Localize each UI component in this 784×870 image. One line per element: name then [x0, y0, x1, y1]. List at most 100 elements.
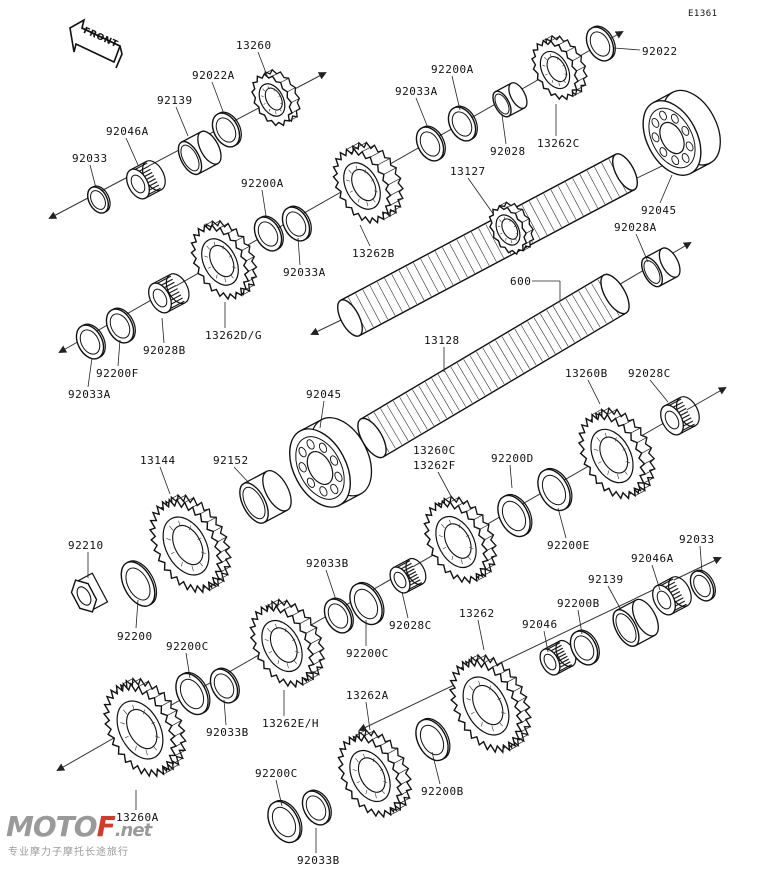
g_13260B-spline: [625, 461, 631, 464]
r_92022: [585, 25, 616, 62]
g_13262EH-tooth: [299, 617, 311, 624]
g_13262-spline: [481, 721, 483, 727]
shaft_13127-spline: [427, 254, 447, 289]
r_92200C: [349, 581, 385, 626]
g_13262EH-spline: [267, 628, 271, 633]
leader-d13: [659, 174, 673, 204]
g_13262A-tooth: [401, 788, 412, 795]
g_13262A-tooth: [399, 797, 410, 804]
g_13260-tooth: [291, 98, 300, 103]
g_13144-spline: [198, 561, 203, 567]
g_13144-tooth: [218, 574, 229, 580]
n_92046A_b-edge-bot: [671, 605, 688, 615]
g_13262DG-tooth: [241, 290, 250, 296]
g_13260-tooth: [280, 77, 289, 83]
r_92033-inner: [90, 190, 106, 210]
shaft_13127-spline: [377, 281, 396, 316]
g_13262EH-tooth: [313, 658, 325, 665]
g_13260B-spline: [596, 437, 601, 442]
r_92200A_b: [253, 215, 284, 252]
leader-d48: [431, 751, 441, 785]
leader-d22: [87, 357, 93, 388]
leader-d25: [649, 379, 669, 403]
part-label-l43: 92200C: [346, 647, 389, 660]
part-label-l09: 13262C: [537, 137, 580, 150]
shaft_13128-spline: [533, 317, 556, 354]
g_13260-tooth: [287, 87, 296, 93]
front-arrow-icon: [69, 18, 123, 69]
g_13262C-spline: [544, 56, 547, 61]
leader-d40: [401, 591, 409, 619]
g_13262EH-spline: [295, 650, 300, 653]
leader-d45: [223, 699, 227, 726]
leader-d06: [451, 75, 461, 111]
g_13260A-tooth: [146, 685, 157, 692]
leader-d29: [437, 471, 453, 499]
g_13262C-spline: [542, 64, 546, 67]
g_13260A-tooth: [154, 692, 165, 699]
g_13262B-spline: [357, 198, 360, 203]
g_13144-spline: [189, 525, 191, 531]
g_13144-spline: [200, 551, 206, 554]
g_13260B-tooth: [599, 407, 610, 414]
g_13260-spline: [279, 108, 282, 112]
g_13260B-spline: [623, 470, 628, 475]
part-label-l04: 92046A: [106, 125, 149, 138]
g_13260-spline: [269, 108, 271, 112]
shaft_13128-spline: [572, 294, 594, 332]
g_13144-tooth: [169, 494, 179, 501]
r_92033B_b: [209, 667, 240, 704]
r_92200F: [105, 307, 136, 344]
r_92200B: [569, 629, 600, 666]
g_13262B-tooth: [370, 150, 383, 158]
g_13260A-spline: [151, 721, 156, 725]
part-label-l29: 13262F: [413, 459, 456, 472]
g_13144-spline: [178, 520, 181, 527]
g_13262A-tooth: [372, 733, 383, 740]
g_13260B-spline: [598, 461, 602, 464]
g_13262DG-tooth: [211, 220, 221, 226]
leader-d36: [607, 585, 621, 609]
shaft_13128-spline: [552, 306, 575, 343]
g_13127-spline: [505, 238, 507, 241]
g_13260A-tooth: [171, 720, 182, 726]
part-label-l42: 92200C: [166, 640, 209, 653]
g_13260C-tooth: [479, 524, 490, 530]
b_92045a-ball: [671, 155, 680, 166]
g_13260C-tooth: [442, 496, 452, 502]
g_13260-spline: [278, 95, 281, 97]
part-label-l22: 13128: [424, 334, 460, 347]
r_92200A-inner: [451, 111, 473, 137]
part-label-l02: 92022A: [192, 69, 235, 82]
leader-d24: [587, 379, 601, 405]
shaft_13128-spline: [380, 408, 403, 445]
s_92139-edge-top: [181, 131, 202, 143]
g_13127-tooth: [525, 229, 534, 234]
g_13262EH-spline: [286, 663, 289, 669]
r_92200B_b-inner: [419, 724, 445, 756]
g_13262DG-spline: [229, 255, 233, 258]
part-label-l10: 92028: [490, 145, 526, 158]
diagram-code: E1361: [688, 9, 718, 19]
g_13262EH-spline: [275, 623, 278, 629]
g_13262EH-tooth: [268, 599, 280, 606]
g_13260A-tooth: [163, 768, 174, 775]
g_13260C-spline: [469, 546, 474, 549]
leader-d46: [365, 701, 371, 731]
n_92028C_b: [389, 557, 427, 594]
g_13262A-tooth: [390, 809, 401, 816]
g_13262C-tooth: [572, 91, 582, 97]
shaft_13128-spline: [393, 400, 415, 438]
g_13262A-tooth: [363, 730, 375, 737]
shaft_13127-spline: [391, 274, 410, 309]
s_92139b-edge-bot: [635, 634, 656, 647]
s_92139b-bore: [615, 613, 637, 643]
g_13262-tooth: [500, 668, 510, 675]
shaft_13127-spline: [557, 185, 577, 220]
n_92028B-edge-top: [152, 273, 171, 285]
g_13260B-spline: [617, 473, 620, 480]
leader-d04: [125, 137, 139, 166]
part-label-l15: 13262B: [352, 247, 395, 260]
part-label-l44: 13262E/H: [262, 717, 319, 730]
